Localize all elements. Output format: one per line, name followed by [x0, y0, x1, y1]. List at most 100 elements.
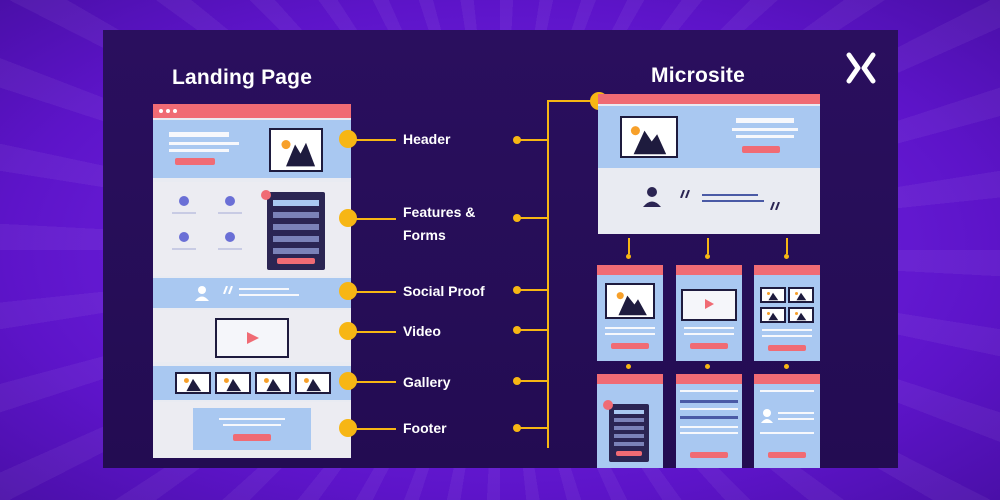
form-field [614, 434, 644, 438]
microsite-subpage [597, 374, 663, 468]
placeholder-line [219, 418, 285, 420]
connector-node [513, 286, 521, 294]
microsite-subpage [676, 374, 742, 468]
wireframe-social-proof-section [153, 278, 351, 308]
landing-page-wireframe [153, 104, 351, 458]
connector-node [513, 424, 521, 432]
connector-node [513, 326, 521, 334]
form-field [273, 212, 319, 218]
connector-line [786, 238, 788, 254]
connector-node [784, 254, 789, 259]
placeholder-line [239, 294, 299, 296]
microsite-title: Microsite [651, 64, 745, 87]
section-label-gallery: Gallery [403, 374, 451, 390]
placeholder-line [169, 142, 239, 145]
user-avatar-icon [643, 187, 661, 207]
connector-node [513, 136, 521, 144]
wireframe-gallery-section [153, 366, 351, 400]
browser-bar [597, 374, 663, 384]
quote-icon [223, 286, 233, 294]
connector-node [784, 364, 789, 369]
browser-bar [598, 94, 820, 104]
form-field [614, 442, 644, 446]
browser-bar [153, 104, 351, 118]
footer-block [193, 408, 311, 450]
connector-node [339, 419, 357, 437]
placeholder-line [172, 248, 196, 250]
microsite-hero [598, 106, 820, 168]
connector-trunk [547, 100, 549, 448]
gallery-image-icon [788, 287, 814, 303]
placeholder-line [239, 288, 289, 290]
placeholder-line [680, 432, 738, 434]
section-label-header: Header [403, 131, 451, 147]
connector-line [547, 100, 599, 102]
placeholder-button [768, 345, 806, 351]
placeholder-line [172, 212, 196, 214]
gallery-image-icon [760, 307, 786, 323]
section-label-video: Video [403, 323, 441, 339]
placeholder-line [684, 327, 734, 329]
placeholder-line [778, 418, 814, 420]
connector-node [339, 322, 357, 340]
gallery-image-icon [175, 372, 211, 394]
form-field [273, 200, 319, 206]
connector-line [628, 238, 630, 254]
form-card [609, 404, 649, 462]
placeholder-line [736, 135, 794, 138]
connector-node [705, 254, 710, 259]
video-frame [215, 318, 289, 358]
gallery-image-icon [788, 307, 814, 323]
section-label-footer: Footer [403, 420, 447, 436]
form-field [273, 248, 319, 254]
placeholder-line [760, 390, 814, 392]
placeholder-button [277, 258, 315, 264]
placeholder-button [611, 343, 649, 349]
feature-icon [179, 196, 189, 206]
placeholder-line [169, 132, 229, 137]
connector-node [513, 214, 521, 222]
placeholder-line [778, 412, 814, 414]
browser-bar [754, 374, 820, 384]
placeholder-button [768, 452, 806, 458]
connector-line [519, 380, 549, 382]
connector-node [339, 282, 357, 300]
browser-bar [754, 265, 820, 275]
connector-line [519, 427, 549, 429]
browser-bar [676, 265, 742, 275]
placeholder-line [680, 408, 738, 410]
connector-line [350, 381, 396, 383]
placeholder-line [680, 400, 738, 403]
placeholder-button [690, 452, 728, 458]
microsite-home-page [598, 94, 820, 234]
placeholder-line [169, 149, 229, 152]
form-field [614, 410, 644, 414]
badge-icon [261, 190, 271, 200]
placeholder-line [702, 200, 764, 202]
image-placeholder-icon [620, 116, 678, 158]
window-dot [166, 109, 170, 113]
feature-icon [225, 232, 235, 242]
image-placeholder-icon [605, 283, 655, 319]
placeholder-line [732, 128, 798, 131]
placeholder-line [684, 333, 734, 335]
connector-node [705, 364, 710, 369]
wireframe-header-section [153, 120, 351, 178]
connector-line [350, 139, 396, 141]
connector-line [519, 139, 549, 141]
connector-line [519, 329, 549, 331]
placeholder-line [605, 333, 655, 335]
landing-page-title: Landing Page [172, 66, 313, 89]
connector-node [626, 254, 631, 259]
connector-line [519, 217, 549, 219]
microsite-subpage [754, 265, 820, 361]
play-icon [247, 332, 259, 344]
window-dot [159, 109, 163, 113]
connector-line [350, 218, 396, 220]
form-field [273, 236, 319, 242]
placeholder-line [605, 327, 655, 329]
placeholder-line [760, 432, 814, 434]
gallery-image-icon [255, 372, 291, 394]
image-placeholder-icon [269, 128, 323, 172]
placeholder-line [218, 248, 242, 250]
